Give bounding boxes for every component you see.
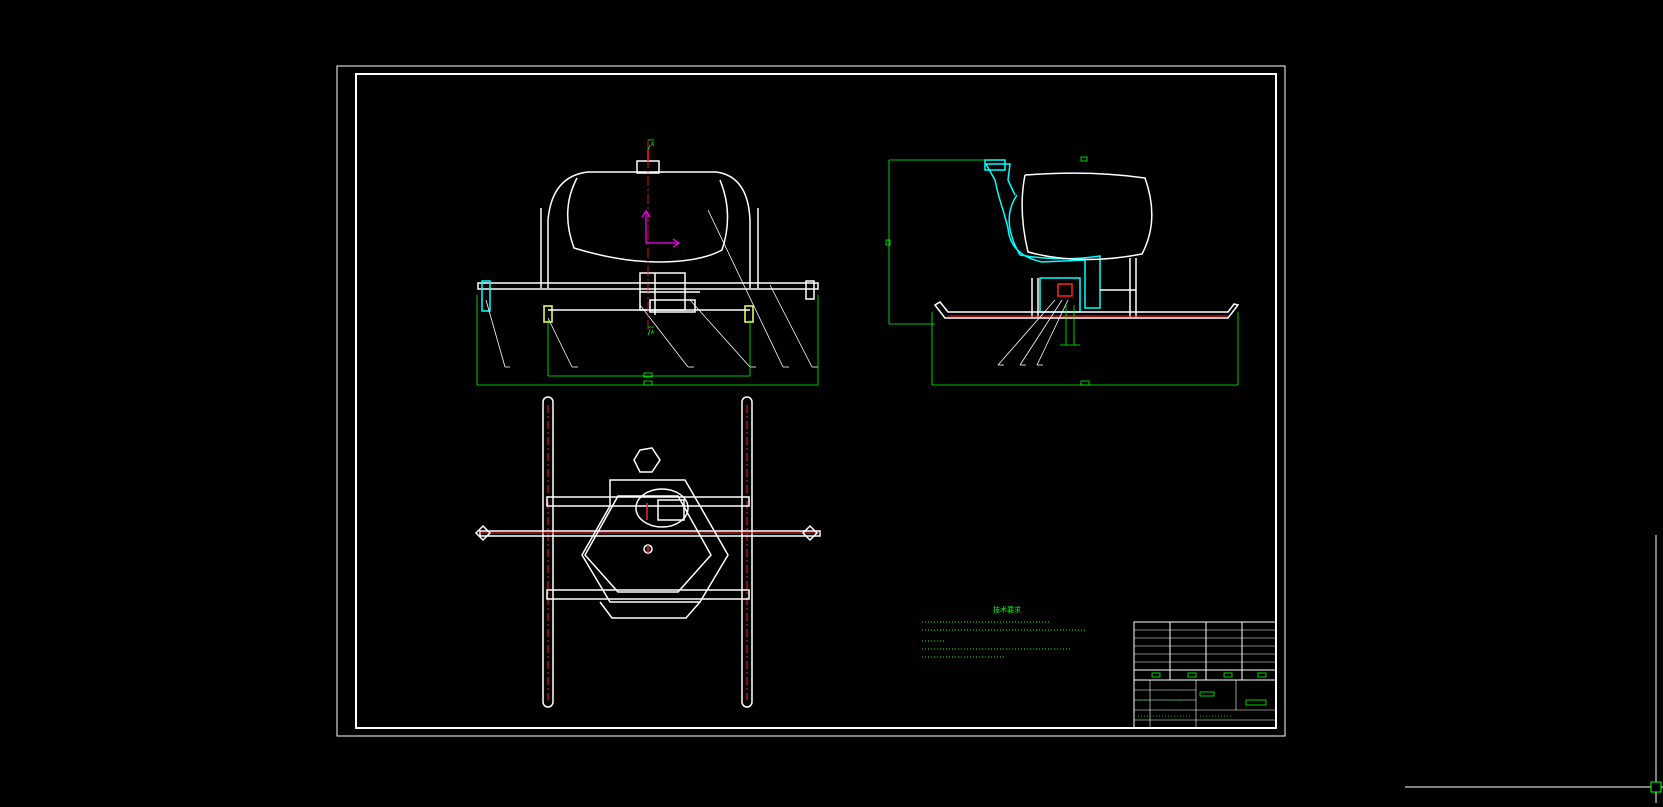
front-leader-lines [485, 209, 818, 368]
top-rail-right [741, 396, 753, 708]
notes-heading: 技术要求 [993, 605, 1021, 614]
drawing-sheet-frame [336, 65, 1286, 737]
side-dimensions [885, 156, 1239, 386]
crosshair-cursor-icon [1405, 535, 1663, 803]
inner-border [355, 73, 1277, 729]
top-view[interactable] [474, 396, 821, 708]
front-wheel-right [744, 305, 754, 323]
ucs-axis-icon [641, 209, 681, 248]
front-tank-inner [566, 177, 729, 263]
outer-border [336, 65, 1286, 737]
front-nozzle-right [805, 280, 815, 300]
top-tank-hexagon [581, 479, 729, 603]
title-block [1133, 621, 1277, 729]
front-nozzle-left [481, 280, 491, 312]
section-mark-bottom: A [651, 330, 654, 336]
top-crossbar-lower [546, 589, 750, 600]
side-tank-body [1021, 172, 1153, 261]
front-tank-outline [547, 171, 751, 288]
front-wheel-left [543, 305, 553, 323]
side-leader-lines [997, 299, 1069, 366]
top-crossbar-upper [546, 496, 750, 507]
notes-text-lines [922, 621, 1085, 658]
top-pump-housing [635, 488, 689, 528]
top-rail-left [542, 396, 554, 708]
front-dimensions [476, 139, 819, 386]
front-view[interactable]: A A [476, 139, 819, 386]
side-view[interactable] [885, 156, 1240, 386]
side-tank-outline [984, 163, 1101, 309]
section-mark-top: A [651, 142, 654, 148]
top-filler-hexagon [633, 447, 661, 473]
technical-notes: 技术要求 [922, 605, 1085, 658]
